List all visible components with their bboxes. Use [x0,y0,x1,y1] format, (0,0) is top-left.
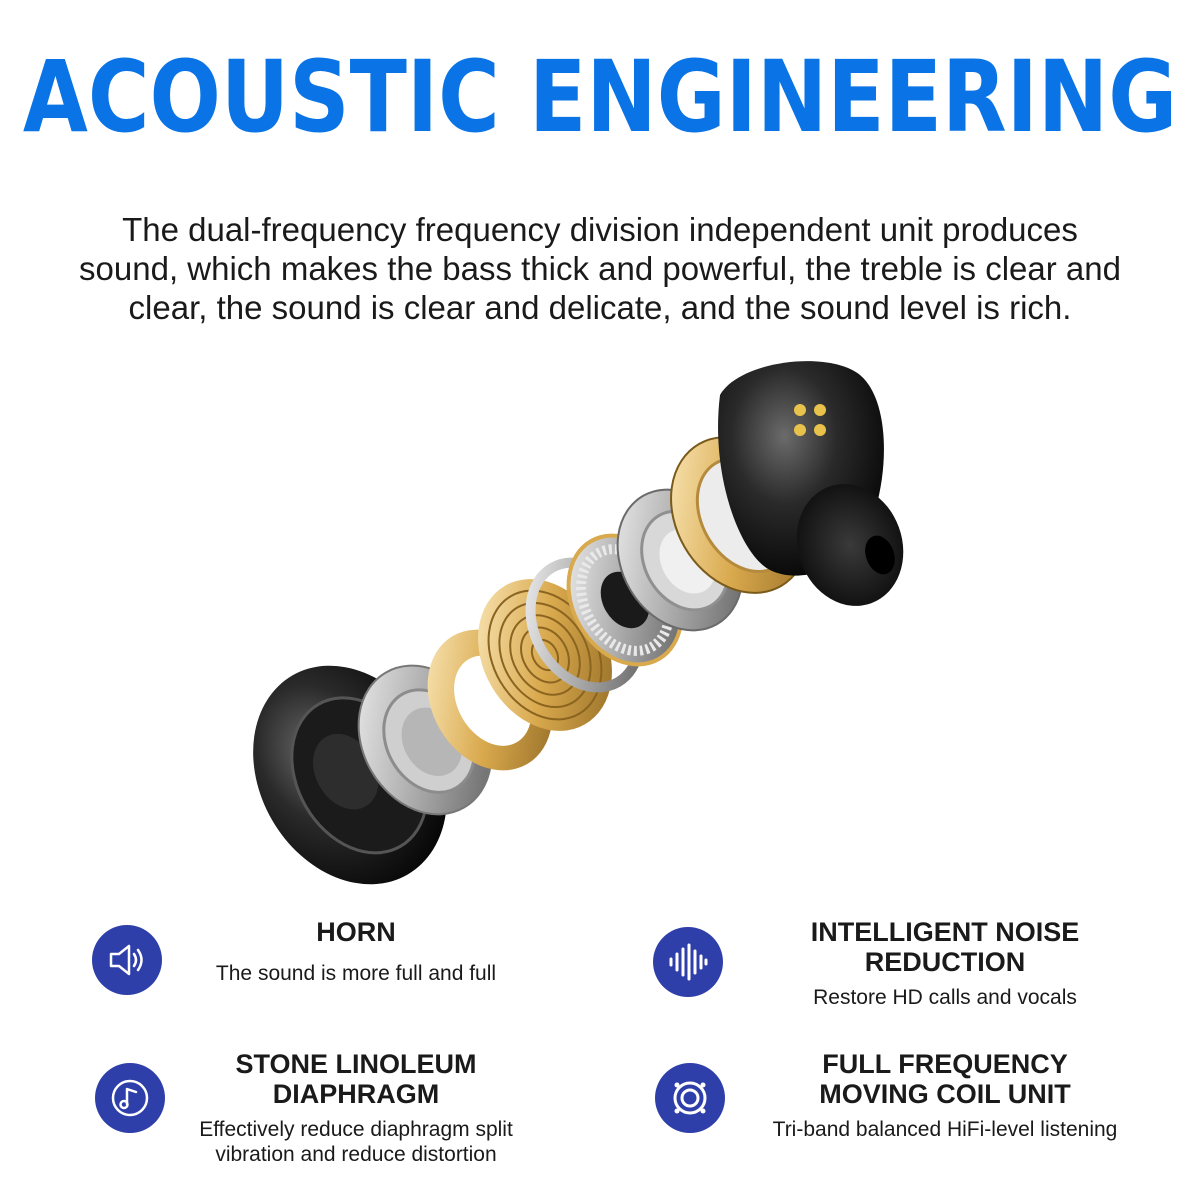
feature-description: Tri-band balanced HiFi-level listening [772,1118,1118,1141]
intro-line: clear, the sound is clear and delicate, … [128,289,1072,326]
feature-description: Restore HD calls and vocals [813,986,1077,1009]
speaker-icon [92,925,162,995]
feature-description: The sound is more full and full [215,962,497,985]
sound-wave-icon [653,927,723,997]
exploded-earbud-illustration [253,361,904,885]
intro-line: sound, which makes the bass thick and po… [79,250,1121,287]
music-note-icon [95,1063,165,1133]
feature-title: FULL FREQUENCY MOVING COIL UNIT [819,1049,1071,1109]
earbud-front-shell [718,361,904,606]
speaker-unit-icon [655,1063,725,1133]
page-title: ACOUSTIC ENGINEERING [22,38,1178,155]
feature-title: HORN [316,917,396,947]
feature-description: Effectively reduce diaphragm split vibra… [199,1118,513,1166]
feature-title: INTELLIGENT NOISE REDUCTION [810,917,1080,977]
intro-line: The dual-frequency frequency division in… [122,211,1078,248]
intro-paragraph: The dual-frequency frequency division in… [20,210,1180,327]
eartip [796,484,904,606]
feature-title: STONE LINOLEUM DIAPHRAGM [235,1049,477,1109]
